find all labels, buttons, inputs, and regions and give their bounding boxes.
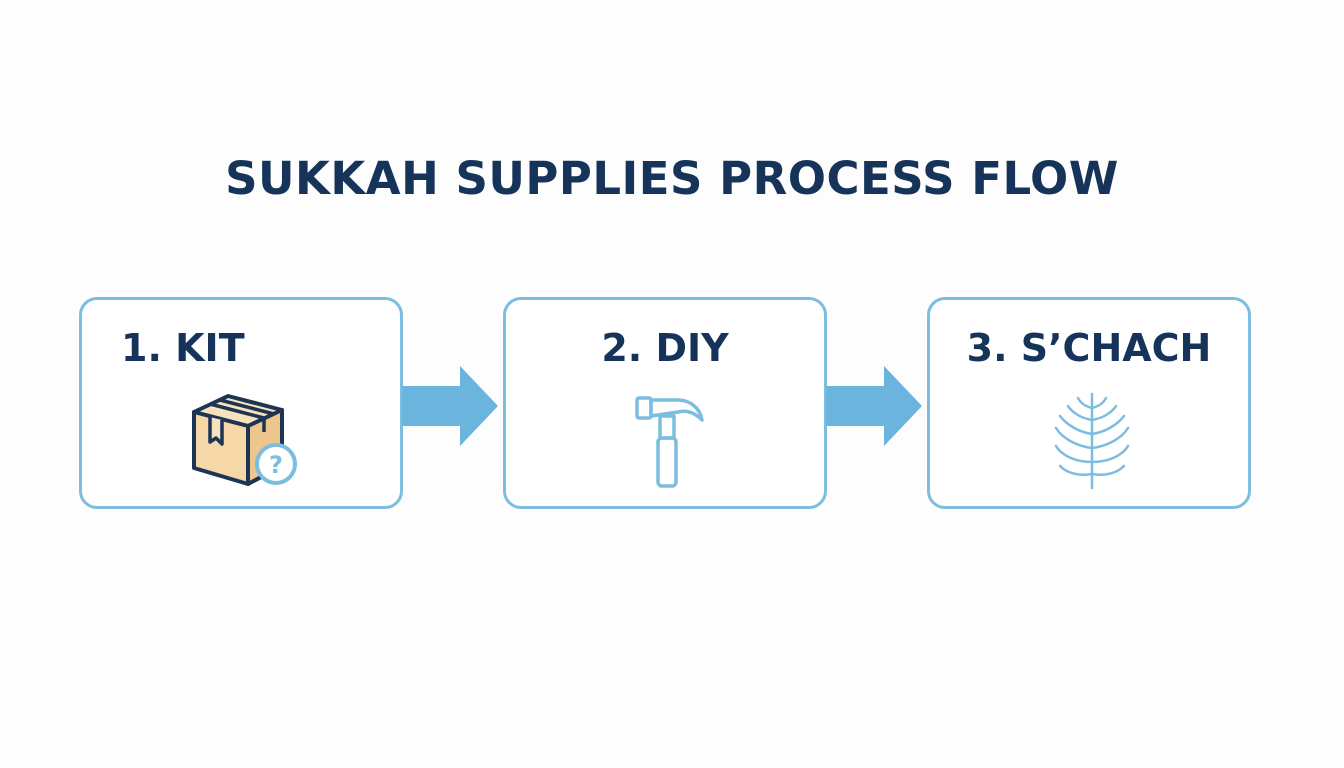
diagram-title: SUKKAH SUPPLIES PROCESS FLOW [225, 152, 1119, 205]
svg-text:?: ? [269, 451, 283, 479]
step-label: 1. KIT [121, 326, 245, 370]
step-diy: 2. DIY [503, 297, 827, 509]
step-kit: 1. KIT ? [79, 297, 403, 509]
step-label: 3. S’CHACH [966, 326, 1212, 370]
palm-leaf-icon [930, 388, 1248, 493]
arrow-right-icon [402, 366, 498, 446]
arrow-right-icon [826, 366, 922, 446]
step-label: 2. DIY [601, 326, 729, 370]
step-schach: 3. S’CHACH [927, 297, 1251, 509]
box-question-icon: ? [82, 388, 400, 493]
hammer-icon [506, 388, 824, 493]
